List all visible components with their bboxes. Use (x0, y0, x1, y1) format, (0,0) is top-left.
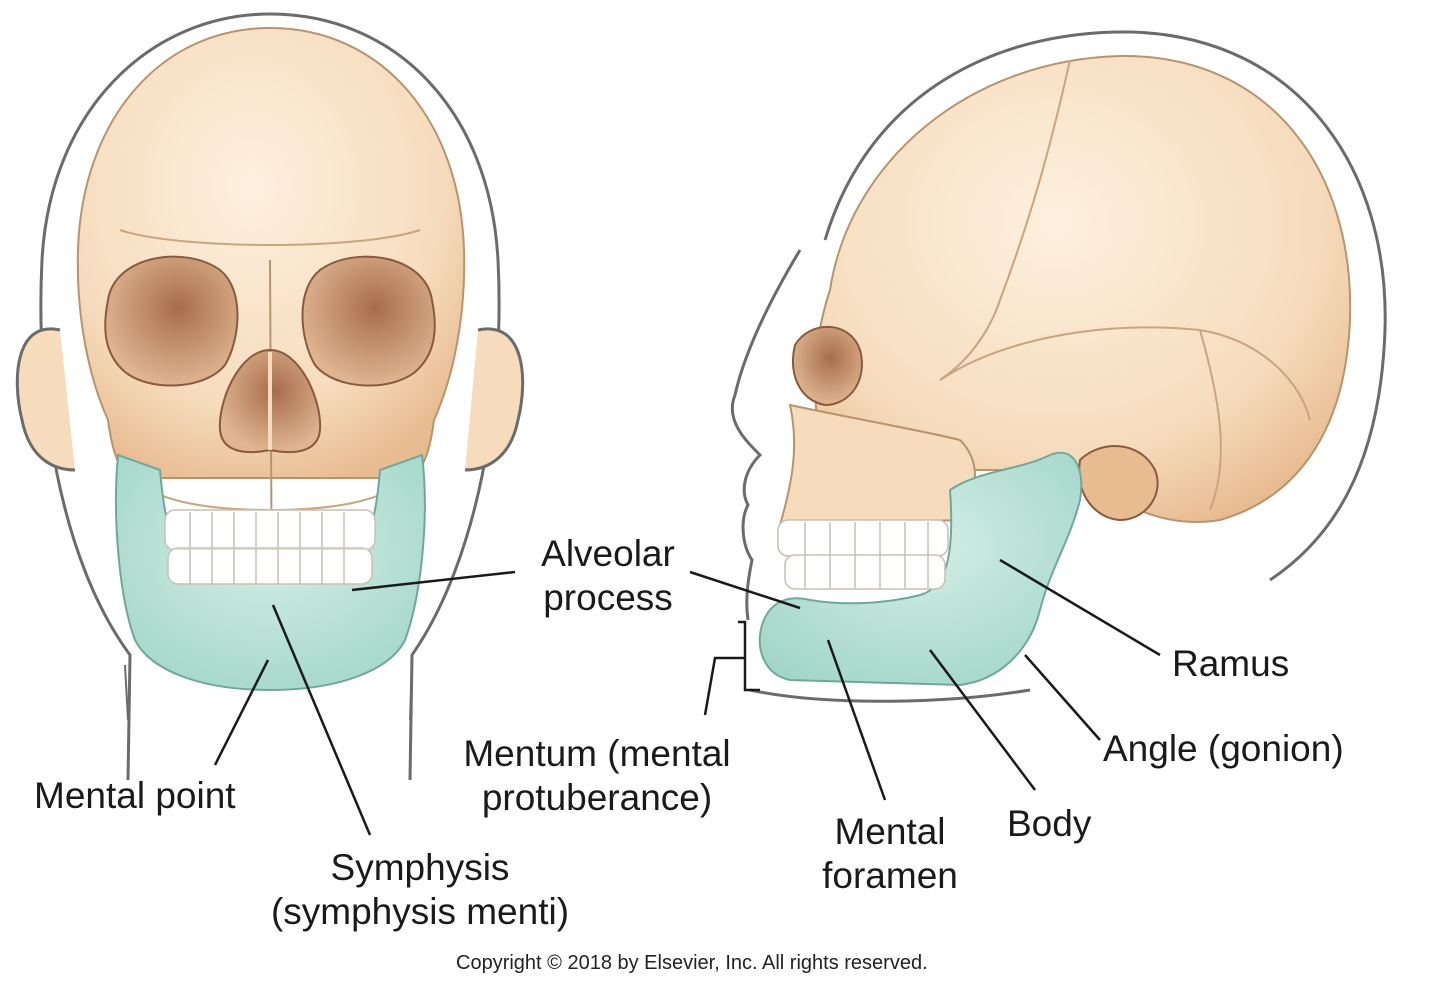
leader-angle (1024, 654, 1101, 741)
label-mentum-line2: protuberance) (481, 777, 713, 818)
label-mentum-line1: Mentum (mental (463, 733, 731, 774)
front-view-skull (15, 12, 525, 781)
mentum-bracket (738, 620, 760, 692)
left-orbit (104, 255, 239, 387)
label-ramus: Ramus (1172, 643, 1290, 684)
label-mental-point: Mental point (34, 775, 236, 816)
label-angle-gonion: Angle (gonion) (1103, 728, 1344, 769)
label-mental-foramen-line2: foramen (822, 855, 958, 896)
label-symphysis-line1: Symphysis (330, 847, 510, 888)
side-head-outline (823, 30, 1387, 582)
leader-alveolar-front (351, 570, 516, 592)
front-teeth (164, 509, 376, 585)
leader-lines (213, 558, 1161, 836)
leader-ramus (999, 558, 1161, 657)
right-ear (464, 327, 525, 472)
label-body: Body (1007, 803, 1092, 844)
side-view-skull (730, 30, 1387, 703)
label-symphysis-line2: (symphysis menti) (270, 891, 570, 932)
leader-mentum (703, 656, 745, 716)
label-symphysis: Symphysis (symphysis menti) (230, 846, 610, 934)
label-mental-foramen: Mental foramen (800, 810, 980, 898)
leader-mental-point (213, 659, 270, 766)
label-mentum: Mentum (mental protuberance) (432, 732, 762, 820)
left-ear (15, 327, 76, 472)
side-teeth (777, 519, 949, 590)
face-profile (730, 249, 802, 621)
copyright-notice: Copyright © 2018 by Elsevier, Inc. All r… (456, 952, 928, 974)
label-alveolar-line1: Alveolar (541, 533, 675, 574)
side-orbit (792, 325, 863, 407)
label-mental-foramen-line1: Mental (834, 811, 946, 852)
side-mandible (758, 451, 1083, 687)
leader-symphysis (271, 604, 372, 836)
leader-mental-foramen (826, 639, 887, 801)
leader-body (929, 649, 1036, 791)
label-alveolar-process: Alveolar process (508, 532, 708, 620)
label-alveolar-line2: process (543, 577, 673, 618)
leader-alveolar-side (689, 570, 801, 610)
right-orbit (301, 255, 436, 387)
